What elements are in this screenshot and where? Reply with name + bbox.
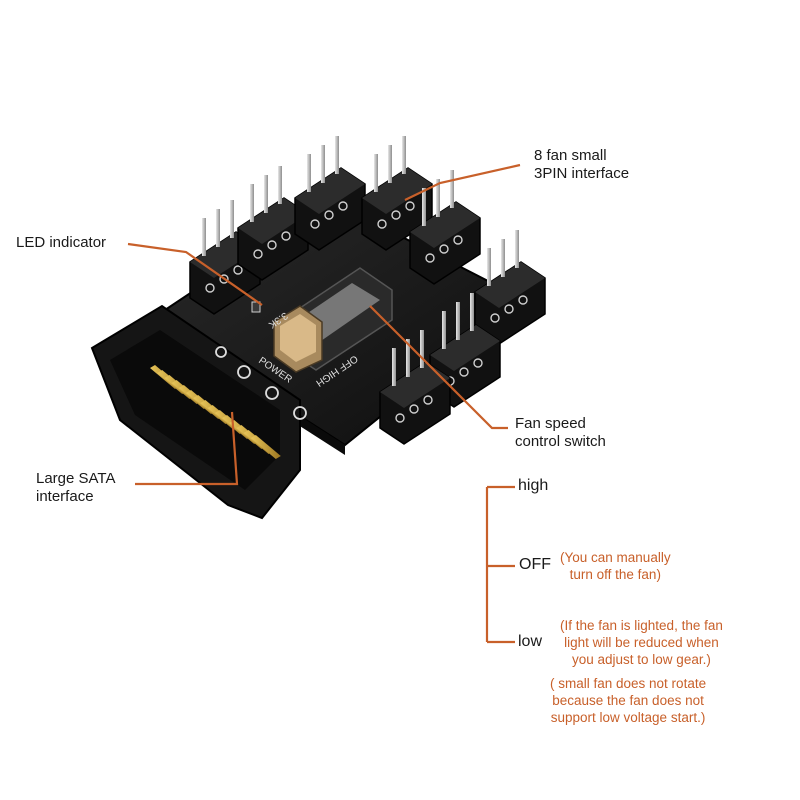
fan-header bbox=[474, 230, 546, 345]
option-high: high bbox=[518, 477, 549, 494]
callout-led: LED indicator bbox=[16, 234, 107, 251]
option-off: OFF bbox=[519, 556, 551, 573]
header-pin bbox=[501, 239, 505, 277]
header-pin bbox=[307, 154, 311, 192]
option-low-note: (If the fan is lighted, the fan light wi… bbox=[560, 618, 723, 667]
callout-lines bbox=[127, 163, 521, 486]
header-pin bbox=[436, 179, 440, 217]
callout-line-led bbox=[127, 242, 263, 306]
header-pin bbox=[321, 145, 325, 183]
header-pin bbox=[374, 154, 378, 192]
callout-line-switch bbox=[369, 305, 508, 430]
option-low-note-2: ( small fan does not rotate because the … bbox=[550, 676, 707, 725]
power-pads bbox=[215, 346, 307, 420]
header-pin bbox=[406, 339, 410, 377]
callout-fan-interface: 8 fan small 3PIN interface bbox=[534, 147, 630, 182]
header-pin bbox=[515, 230, 519, 268]
sata-connector bbox=[90, 304, 301, 520]
sata-pin bbox=[250, 435, 281, 459]
header-pin bbox=[456, 302, 460, 340]
header-pin bbox=[402, 136, 406, 174]
option-low: low bbox=[518, 633, 543, 650]
header-pin bbox=[420, 330, 424, 368]
header-pin bbox=[392, 348, 396, 386]
header-pin bbox=[422, 188, 426, 226]
callout-line-sata bbox=[135, 411, 239, 486]
header-pin bbox=[230, 200, 234, 238]
header-pin bbox=[216, 209, 220, 247]
callout-sata: Large SATA interface bbox=[36, 470, 116, 505]
speed-switch bbox=[273, 267, 393, 373]
header-pin bbox=[470, 293, 474, 331]
header-pin bbox=[202, 218, 206, 256]
fan-header bbox=[294, 136, 366, 251]
fan-header bbox=[237, 166, 309, 281]
sata-gold-pins bbox=[150, 365, 281, 459]
callout-line-fan bbox=[404, 163, 521, 201]
options-bracket bbox=[485, 485, 515, 644]
header-pin bbox=[388, 145, 392, 183]
header-pin bbox=[250, 184, 254, 222]
header-pin bbox=[278, 166, 282, 204]
header-pin bbox=[264, 175, 268, 213]
header-pin bbox=[450, 170, 454, 208]
header-pin bbox=[442, 311, 446, 349]
fan-header bbox=[409, 170, 481, 285]
option-off-note: (You can manually turn off the fan) bbox=[560, 550, 671, 582]
header-pin bbox=[487, 248, 491, 286]
header-pin bbox=[335, 136, 339, 174]
callout-switch: Fan speed control switch bbox=[515, 415, 606, 450]
